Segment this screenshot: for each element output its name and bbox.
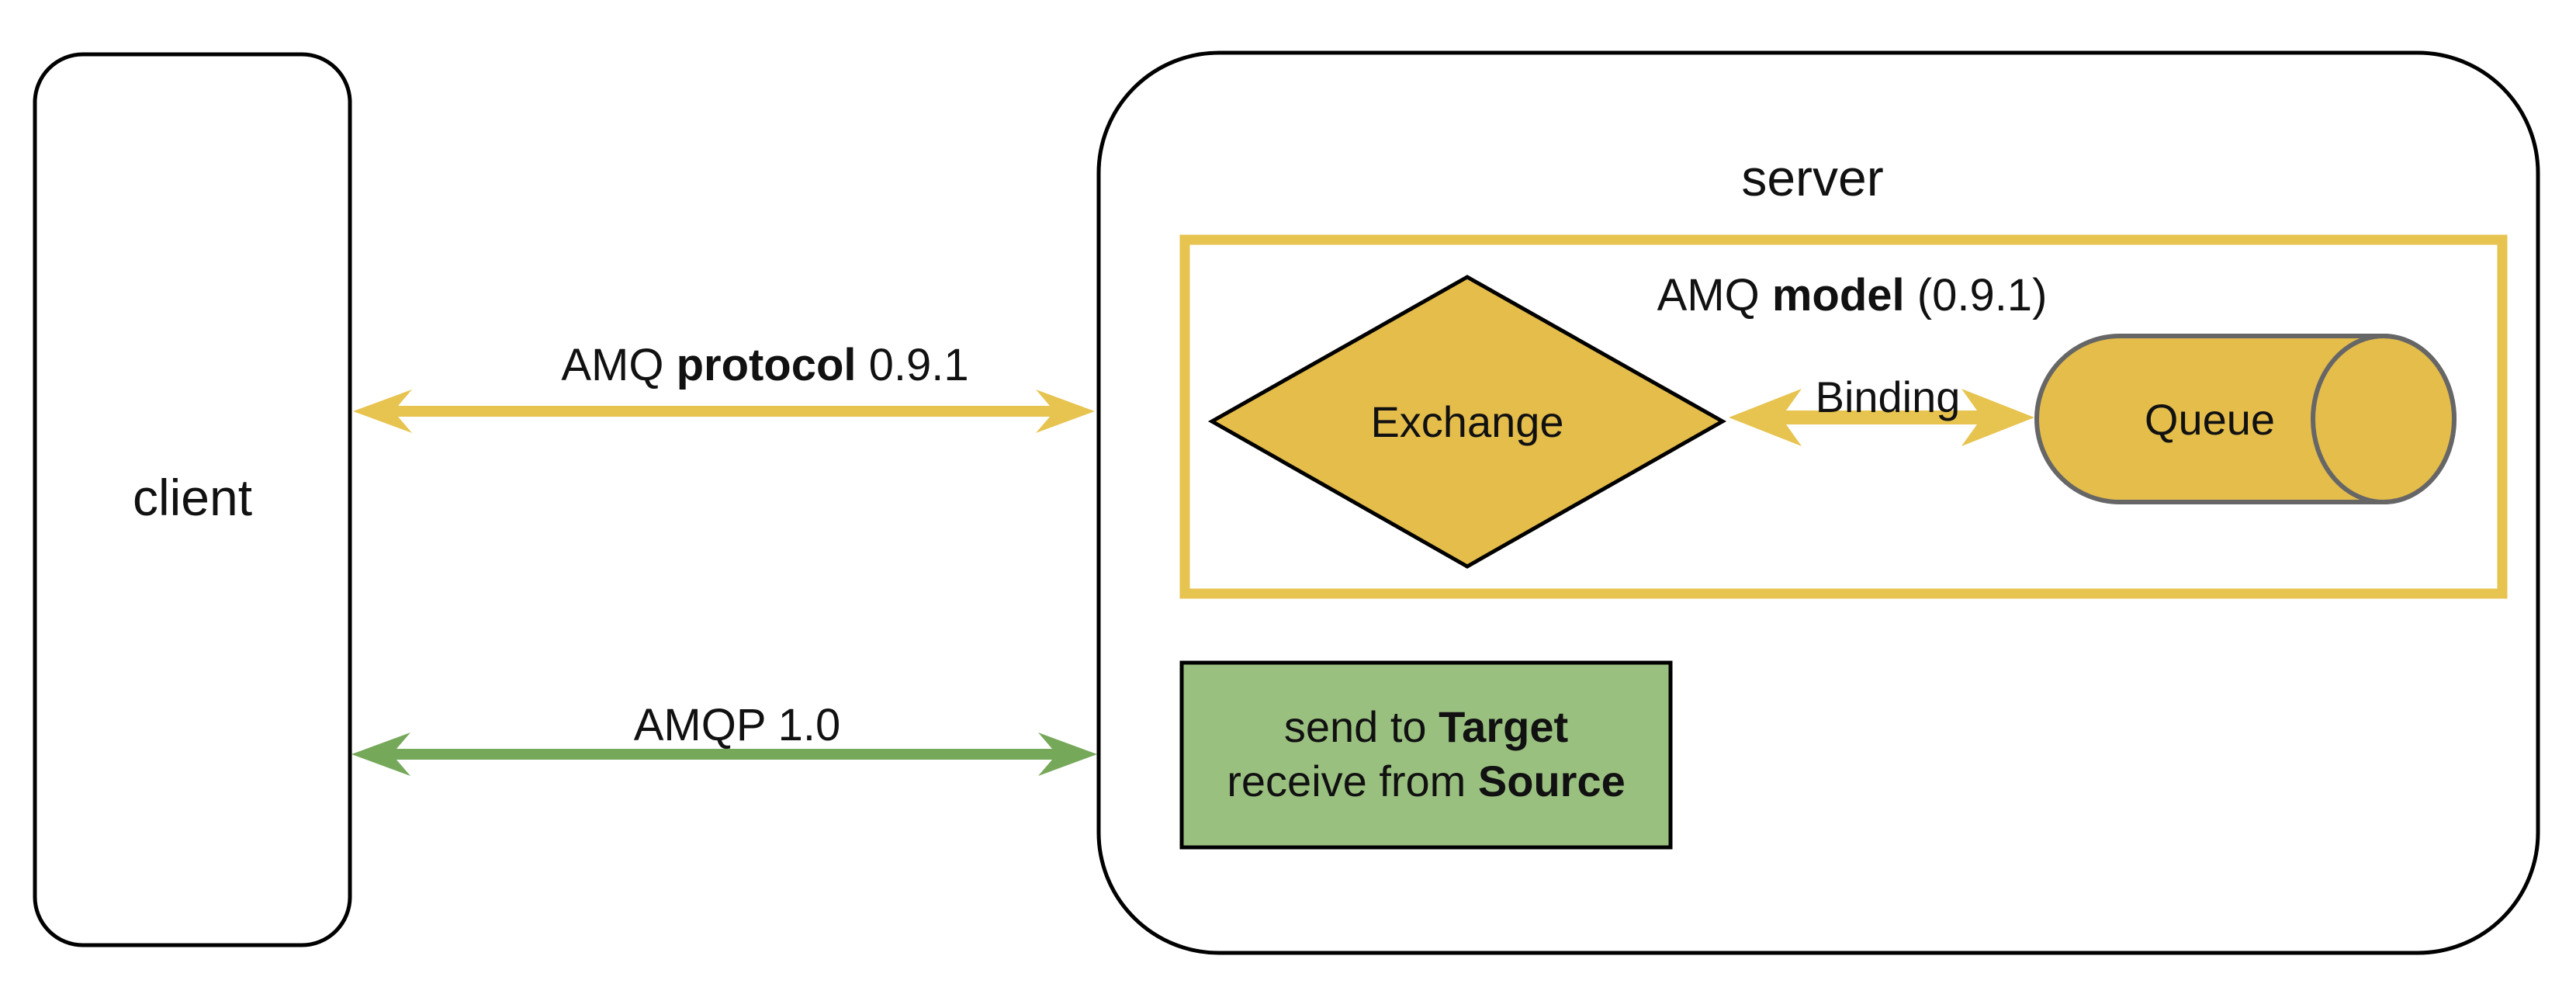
- target-source-line2: receive from Source: [1227, 757, 1626, 805]
- amqp-10-label: AMQP 1.0: [634, 700, 841, 750]
- amq-protocol-label: AMQ protocol 0.9.1: [561, 340, 968, 390]
- client-label: client: [133, 469, 252, 526]
- amq-protocol-label-prefix: AMQ: [561, 340, 676, 390]
- target-source-line2-prefix: receive from: [1227, 757, 1478, 805]
- binding-arrow: [1729, 389, 2034, 446]
- queue-label: Queue: [2145, 395, 2275, 444]
- queue-cylinder-cap: [2311, 334, 2457, 504]
- target-source-box: [1179, 660, 1673, 850]
- amq-protocol-label-bold: protocol: [677, 340, 857, 390]
- binding-label: Binding: [1816, 372, 1961, 421]
- target-source-line1-bold: Target: [1439, 702, 1568, 751]
- exchange-label: Exchange: [1370, 397, 1563, 446]
- amq-model-frame: [1179, 234, 2508, 599]
- amq-model-label-suffix: (0.9.1): [1905, 270, 2048, 320]
- amq-protocol-label-suffix: 0.9.1: [857, 340, 969, 390]
- server-label: server: [1741, 149, 1883, 206]
- amq-protocol-arrow: [353, 390, 1095, 433]
- amq-model-label: AMQ model (0.9.1): [1657, 270, 2048, 320]
- amq-model-label-bold: model: [1772, 270, 1905, 320]
- amqp-10-arrow: [351, 733, 1097, 776]
- target-source-line1-prefix: send to: [1284, 702, 1439, 751]
- amq-model-label-prefix: AMQ: [1657, 270, 1772, 320]
- exchange-diamond: [1207, 275, 1727, 569]
- target-source-line2-bold: Source: [1478, 757, 1626, 805]
- client-box: [33, 52, 352, 947]
- target-source-line1: send to Target: [1284, 702, 1568, 751]
